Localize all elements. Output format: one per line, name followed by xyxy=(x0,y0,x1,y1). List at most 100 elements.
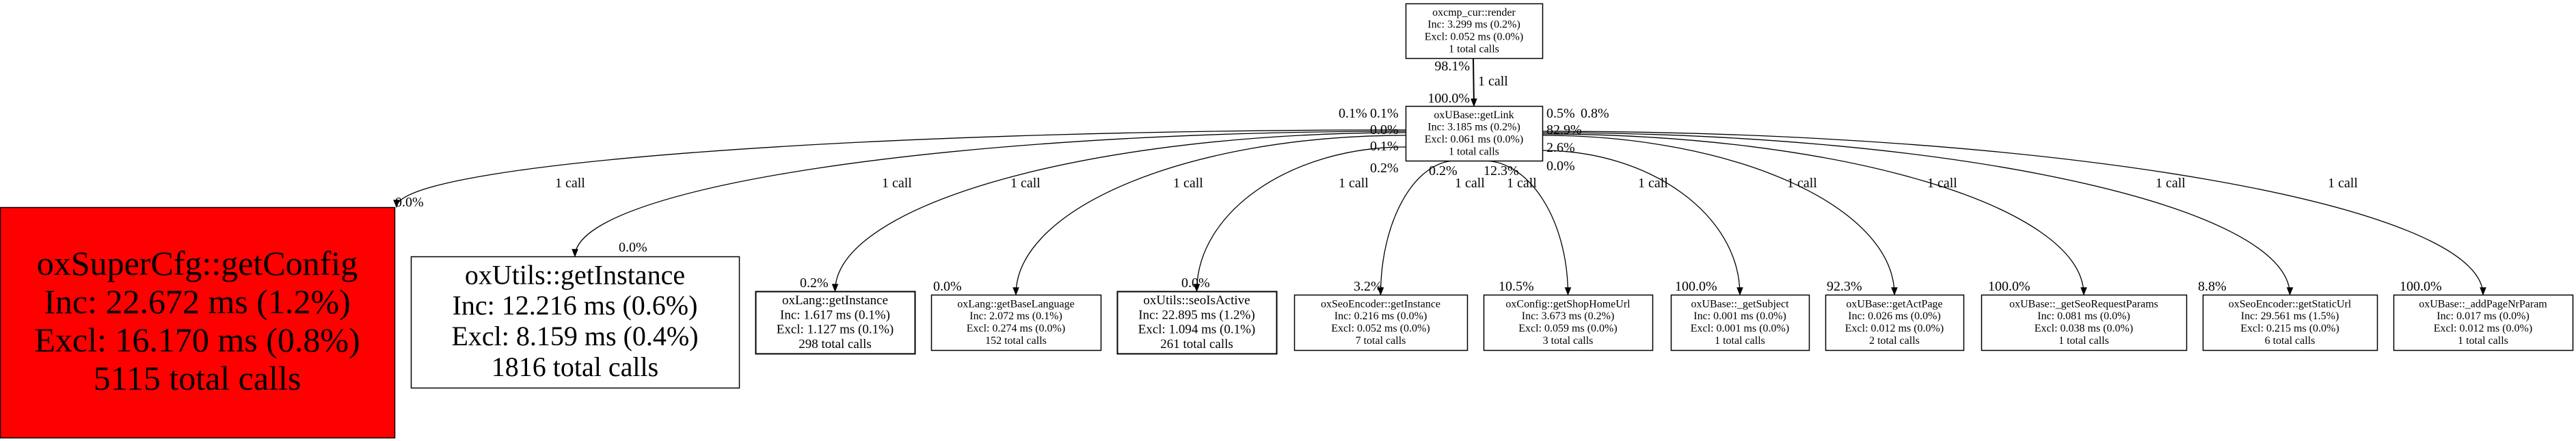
node-exclusive: Excl: 0.052 ms (0.0%) xyxy=(1331,323,1430,334)
node-name: oxcmp_cur::render xyxy=(1432,7,1516,18)
node-name: oxUBase::_addPageNrParam xyxy=(2419,298,2547,310)
node-box xyxy=(1825,294,1965,351)
edge-tail-percent: 0.0% xyxy=(1546,159,1575,174)
node-calls: 1 total calls xyxy=(2058,335,2109,347)
edge-getLink-to-getSeoRequestParams xyxy=(1541,133,2087,296)
node-exclusive: Excl: 0.052 ms (0.0%) xyxy=(1425,31,1523,43)
node-calls: 6 total calls xyxy=(2265,335,2316,347)
node-calls: 1 total calls xyxy=(1715,335,1765,347)
node-box xyxy=(1405,3,1544,59)
edge-call-count: 1 call xyxy=(882,176,912,191)
edge-head-percent: 0.2% xyxy=(800,276,829,291)
node-inclusive: Inc: 0.026 ms (0.0%) xyxy=(1848,310,1941,322)
edge-getLink-to-utilsGetInstance xyxy=(572,131,1406,258)
node-name: oxUBase::getLink xyxy=(1434,109,1514,121)
node-name: oxUtils::getInstance xyxy=(465,259,685,290)
node-box xyxy=(1405,105,1544,162)
edge-render-to-getLink xyxy=(1471,57,1477,107)
node-calls: 261 total calls xyxy=(1160,337,1233,351)
edge-call-count: 1 call xyxy=(1787,176,1817,191)
edge-call-count: 1 call xyxy=(2156,176,2186,191)
edge-getLink-to-addPageNrParam xyxy=(1541,131,2486,296)
node-inclusive: Inc: 3.299 ms (0.2%) xyxy=(1427,19,1520,31)
node-exclusive: Excl: 0.012 ms (0.0%) xyxy=(1845,323,1944,334)
edge-tail-percent: 0.2% xyxy=(1370,161,1399,176)
node-inclusive: Inc: 3.673 ms (0.2%) xyxy=(1522,310,1615,322)
edge-call-count: 1 call xyxy=(2328,176,2358,191)
edge-tail-percent: 2.6% xyxy=(1546,140,1575,155)
edge-getLink-to-langGetInstance xyxy=(831,132,1406,293)
edge-tail-percent: 82.9% xyxy=(1546,122,1582,137)
edge-tail-percent: 0.2% xyxy=(1429,163,1458,178)
node-name: oxLang::getBaseLanguage xyxy=(957,298,1075,310)
node-name: oxSuperCfg::getConfig xyxy=(37,244,358,282)
edge-call-count: 1 call xyxy=(1927,176,1957,191)
edge-head-percent: 100.0% xyxy=(1675,279,1717,294)
edge-head-percent: 100.0% xyxy=(1988,279,2030,294)
edge-getLink-to-getBaseLanguage xyxy=(1012,135,1406,296)
node-box xyxy=(0,206,396,439)
node-exclusive: Excl: 1.127 ms (0.1%) xyxy=(777,323,894,337)
node-exclusive: Excl: 0.061 ms (0.0%) xyxy=(1425,134,1523,146)
edge-tail-percent: 98.1% xyxy=(1434,59,1470,74)
node-name: oxSeoEncoder::getInstance xyxy=(1321,298,1440,310)
node-name: oxUBase::_getSeoRequestParams xyxy=(2009,298,2158,310)
node-name: oxConfig::getShopHomeUrl xyxy=(1505,298,1631,310)
node-inclusive: Inc: 29.561 ms (1.5%) xyxy=(2241,310,2339,322)
node-box xyxy=(2202,294,2378,351)
node-exclusive: Excl: 8.159 ms (0.4%) xyxy=(451,321,698,351)
node-inclusive: Inc: 0.081 ms (0.0%) xyxy=(2037,310,2130,322)
edge-tail-percent: 12.3% xyxy=(1484,163,1519,178)
node-calls: 2 total calls xyxy=(1869,335,1920,347)
node-box xyxy=(1670,294,1810,351)
node-exclusive: Excl: 0.001 ms (0.0%) xyxy=(1691,323,1789,334)
node-box xyxy=(1293,294,1468,351)
edge-getLink-to-seoEncGetInstance xyxy=(1377,160,1457,296)
node-box xyxy=(410,256,740,389)
edge-call-count: 1 call xyxy=(1339,176,1369,191)
node-box xyxy=(1116,291,1278,355)
node-calls: 7 total calls xyxy=(1356,335,1406,347)
edge-head-percent: 0.0% xyxy=(1181,276,1210,291)
edge-tail-percent: 0.8% xyxy=(1581,106,1609,121)
node-name: oxSeoEncoder::getStaticUrl xyxy=(2229,298,2352,310)
node-inclusive: Inc: 0.001 ms (0.0%) xyxy=(1693,310,1786,322)
node-exclusive: Excl: 0.038 ms (0.0%) xyxy=(2035,323,2133,334)
node-inclusive: Inc: 3.185 ms (0.2%) xyxy=(1427,122,1520,133)
edge-head-percent: 0.0% xyxy=(395,195,424,210)
edge-head-percent: 0.0% xyxy=(933,279,962,294)
edge-head-percent: 100.0% xyxy=(1427,91,1470,106)
node-box xyxy=(1483,294,1654,351)
edge-head-percent: 0.0% xyxy=(619,240,647,255)
edge-tail-percent: 0.1% xyxy=(1370,106,1399,121)
edge-head-percent: 8.8% xyxy=(2198,279,2227,294)
node-name: oxUBase::_getSubject xyxy=(1691,298,1789,310)
node-calls: 1 total calls xyxy=(1449,44,1499,55)
edges-layer xyxy=(393,57,2486,296)
node-inclusive: Inc: 1.617 ms (0.1%) xyxy=(780,308,890,322)
node-exclusive: Excl: 1.094 ms (0.1%) xyxy=(1138,323,1256,337)
edge-head-percent: 100.0% xyxy=(2400,279,2442,294)
node-calls: 1 total calls xyxy=(1449,146,1499,158)
node-box xyxy=(1981,294,2188,351)
edge-call-count: 1 call xyxy=(1173,176,1203,191)
edge-tail-percent: 0.0% xyxy=(1370,122,1399,137)
edge-getLink-to-getSubject xyxy=(1541,150,1743,296)
